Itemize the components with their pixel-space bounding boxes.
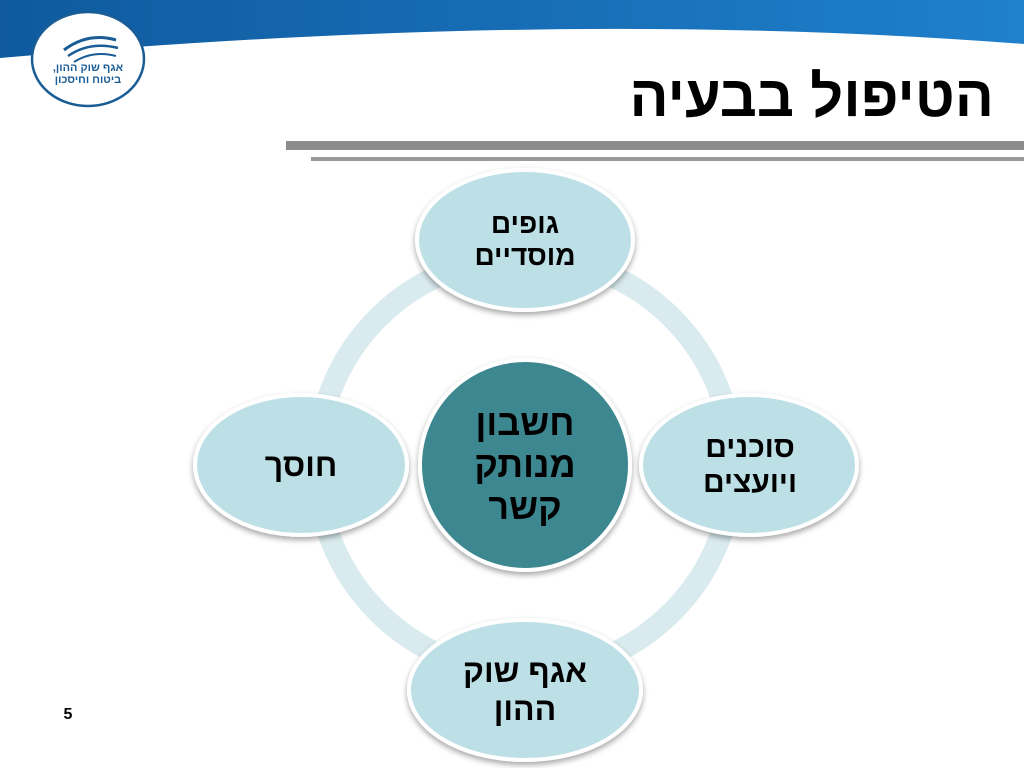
node-top-line: גופים <box>490 208 560 239</box>
top-banner <box>0 0 1024 58</box>
node-right-line: סוכנים <box>705 431 795 464</box>
logo-line: אגף שוק ההון, <box>52 62 124 74</box>
node-top-shape <box>415 168 635 312</box>
node-right-label: סוכנים ויועצים <box>655 420 845 510</box>
center-node-line: מנותק <box>474 444 576 485</box>
center-node-line: קשר <box>488 486 562 527</box>
logo-text: אגף שוק ההון, ביטוח וחיסכון <box>30 62 146 86</box>
center-node-shape <box>418 358 632 572</box>
node-left-shape <box>193 393 409 537</box>
node-bottom-shape <box>407 618 643 762</box>
node-left-label: חוסך <box>210 425 392 505</box>
node-bottom-line: ההון <box>493 691 557 727</box>
page-title: הטיפול בבעיה <box>629 64 994 129</box>
center-node-line: חשבון <box>475 402 575 443</box>
node-bottom-line: אגף שוק <box>463 653 587 689</box>
node-right-line: ויועצים <box>702 466 798 499</box>
node-left-line: חוסך <box>264 447 338 483</box>
logo-line: ביטוח וחיסכון <box>54 74 122 86</box>
node-right-shape <box>639 393 859 537</box>
logo <box>30 10 146 108</box>
node-top-line: מוסדיים <box>474 240 576 271</box>
title-rule-thin <box>311 157 1024 161</box>
center-node-label: חשבון מנותק קשר <box>430 375 620 555</box>
node-top-label: גופים מוסדיים <box>430 195 620 285</box>
page-number: 5 <box>63 706 73 723</box>
title-rule-thick <box>286 141 1024 150</box>
node-bottom-label: אגף שוק ההון <box>425 645 625 735</box>
